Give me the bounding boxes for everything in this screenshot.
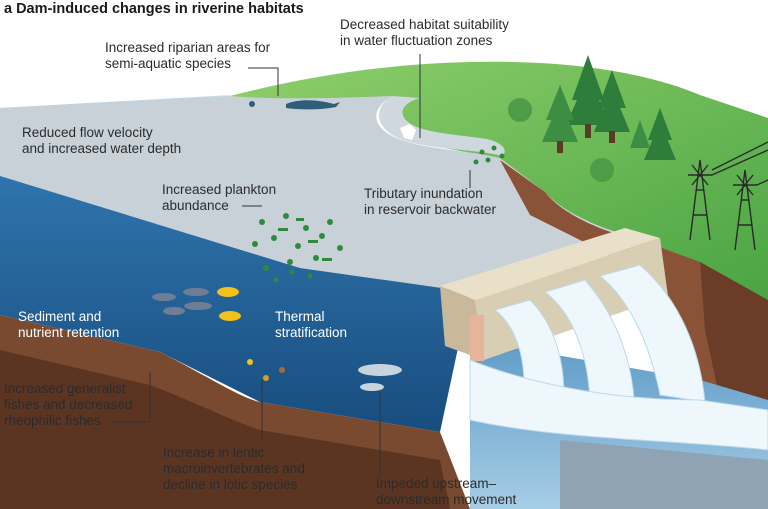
riverbed-soil-dark [0, 350, 450, 509]
reservoir-water-body [0, 176, 470, 432]
forest [508, 55, 676, 182]
panel-letter: a [4, 1, 13, 17]
spillway-flow [469, 264, 768, 451]
label-lentic-macroinvertebrates: Increase in lentic macroinvertebrates an… [163, 445, 305, 492]
tributary-channel [379, 96, 505, 156]
reservoir-surface [0, 96, 640, 292]
right-bank-rock [700, 262, 768, 420]
figure-title-text: Dam-induced changes in riverine habitats [16, 1, 304, 17]
label-plankton: Increased plankton abundance [162, 182, 277, 213]
fish-group [152, 287, 402, 391]
label-thermal-stratification: Thermal stratification [275, 309, 348, 340]
downstream-pool-shadow [560, 440, 768, 509]
dam-crest [440, 228, 660, 300]
label-impeded-movement: Impeded upstream– downstream movement [376, 476, 517, 507]
label-riparian-areas: Increased riparian areas for semi-aquati… [105, 40, 271, 71]
power-pylons [688, 141, 768, 251]
plankton-cluster [252, 145, 505, 283]
label-tributary-inundation: Tributary inundation in reservoir backwa… [364, 186, 497, 217]
label-sediment-retention: Sediment and nutrient retention [18, 309, 120, 340]
riparian-wildlife [249, 100, 416, 140]
label-fluctuation-zones: Decreased habitat suitability in water f… [340, 17, 509, 48]
leader-lines [112, 54, 471, 478]
label-generalist-fishes: Increased generalist fishes and decrease… [4, 381, 133, 428]
label-flow-velocity: Reduced flow velocity and increased wate… [22, 125, 182, 156]
dam-pier [470, 315, 484, 361]
